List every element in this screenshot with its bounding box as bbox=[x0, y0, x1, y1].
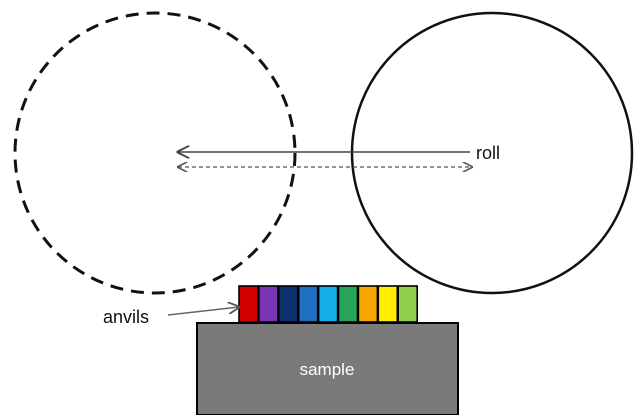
anvil-block bbox=[277, 285, 299, 323]
anvil-block bbox=[317, 285, 339, 323]
sample-block bbox=[196, 322, 459, 415]
roll-label: roll bbox=[476, 143, 500, 163]
anvil-block bbox=[258, 285, 279, 323]
anvil-block bbox=[357, 285, 379, 323]
anvils-pointer-line bbox=[167, 307, 239, 316]
anvil-block bbox=[297, 285, 319, 323]
anvils-label: anvils bbox=[103, 307, 149, 327]
anvil-block bbox=[337, 285, 359, 323]
roll-current-circle bbox=[350, 11, 634, 295]
roll-previous-position-circle bbox=[13, 11, 297, 295]
anvil-block bbox=[397, 285, 419, 323]
anvil-row bbox=[238, 285, 419, 323]
anvil-block bbox=[238, 285, 259, 323]
sample-label: sample bbox=[300, 360, 355, 379]
anvil-block bbox=[377, 285, 399, 323]
